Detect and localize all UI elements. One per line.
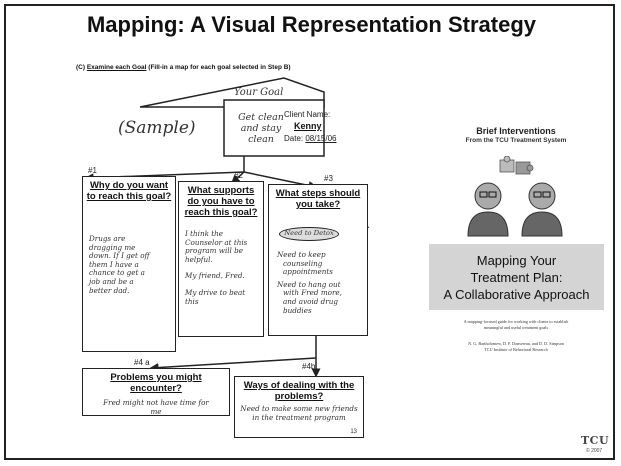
panel-title-line: A Collaborative Approach [443, 287, 590, 302]
copyright: © 2007 [586, 448, 603, 454]
slide-frame: Mapping: A Visual Representation Strateg… [4, 4, 615, 460]
box4b-number: #4b [302, 362, 316, 371]
answer-line: this [185, 296, 199, 306]
your-goal-label: Your Goal [234, 87, 284, 98]
answer-line: them I have a [89, 259, 139, 269]
box1-number: #1 [88, 166, 97, 175]
answer-line: Counselor at this [185, 237, 248, 247]
description-line: A mapping-focused guide for working with… [463, 319, 569, 324]
answer-line: job and be a [89, 276, 134, 286]
book-institute: TCU Institute of Behavioral Research [484, 347, 548, 352]
answer-line: chance to get a [89, 268, 145, 278]
answer-line: My friend, Fred. [185, 271, 245, 281]
panel-title-line: Mapping Your [476, 253, 557, 268]
answer-line: Need to make some new friends [240, 404, 358, 413]
goal-line: Get clean [238, 112, 284, 123]
description-line: meaningful and useful treatment goals [483, 324, 549, 330]
client-name-label: Client Name: [284, 110, 331, 119]
step-detail: (Fill-in a map for each goal selected in… [148, 64, 291, 71]
box1-why: Why do you want to reach this goal? Drug… [82, 176, 176, 352]
answer-line: in the treatment program [252, 412, 346, 422]
answer-line: program will be [185, 246, 243, 256]
box4b-ways: Ways of dealing with the problems? Need … [234, 376, 364, 438]
two-heads-illustration [467, 156, 563, 237]
answer-line: and avoid drug [283, 296, 338, 306]
tcu-logo: TCU [581, 434, 610, 447]
answer-line: down. If I get off [89, 251, 150, 261]
box2-supports: What supports do you have to reach this … [178, 181, 264, 337]
book-subtitle: From the TCU Treatment System [465, 137, 567, 144]
box4a-number: #4 a [134, 358, 150, 367]
answer-line: with Fred more, [283, 288, 342, 298]
oval-text: Need to Detox [284, 229, 334, 237]
answer-line: helpful. [185, 254, 213, 264]
box3-heading: What steps should you take? [275, 188, 361, 210]
slide-title: Mapping: A Visual Representation Strateg… [86, 12, 537, 37]
answer-line: me [150, 406, 162, 416]
bullet-item: Need to hang out with Fred more, and avo… [277, 279, 342, 315]
box4b-answer: Need to make some new friends in the tre… [235, 404, 363, 422]
goal-text: Get clean and stay clean [238, 112, 284, 145]
date-label: Date: [284, 134, 304, 143]
answer-line: I think the [185, 229, 223, 238]
answer-line: Drugs are [89, 234, 126, 243]
answer-line: My drive to beat [185, 287, 246, 297]
page-number: 13 [350, 429, 357, 435]
client-name-value: Kenny [294, 121, 322, 131]
step-prefix: (C) [76, 64, 86, 71]
answer-line: Fred might not have time for [103, 398, 209, 407]
box4b-heading: Ways of dealing with the problems? [243, 380, 355, 402]
date-field: Date: 08/15/06 [284, 134, 337, 143]
answer-line: Need to hang out [277, 279, 341, 289]
box3-oval: Need to Detox [279, 227, 339, 241]
answer-line: better dad. [89, 285, 130, 295]
answer-line: buddies [283, 305, 312, 315]
book-description: A mapping-focused guide for working with… [426, 319, 606, 330]
box1-heading: Why do you want to reach this goal? [86, 180, 172, 202]
box2-heading: What supports do you have to reach this … [184, 185, 258, 218]
bullet-item: Need to keep counseling appointments [277, 250, 342, 277]
box4a-problems: Problems you might encounter? Fred might… [82, 368, 230, 416]
book-authors: N. G. Bartholomew, D. F. Dansereau, and … [468, 341, 564, 346]
box3-number: #3 [324, 174, 333, 183]
box2-answers: I think the Counselor at this program wi… [185, 229, 248, 306]
panel-title-line: Treatment Plan: [470, 270, 563, 285]
box4a-answer: Fred might not have time for me [83, 398, 229, 416]
box4a-heading: Problems you might encounter? [110, 372, 202, 394]
answer-line: Need to keep [277, 250, 326, 259]
date-value: 08/15/06 [305, 134, 337, 143]
answer-line: counseling [283, 258, 323, 268]
book-panel: Mapping Your Treatment Plan: A Collabora… [429, 244, 604, 310]
box1-answer: Drugs are dragging me down. If I get off… [89, 234, 150, 295]
box3-bullets: Need to keep counseling appointments Nee… [277, 250, 342, 315]
step-heading: Examine each Goal [86, 64, 147, 71]
answer-line: dragging me [89, 242, 136, 252]
box3-steps: What steps should you take? Need to Deto… [268, 184, 368, 336]
goal-line: and stay [240, 123, 282, 134]
goal-line: clean [248, 134, 274, 145]
book-title: Brief Interventions [476, 126, 556, 136]
step-instruction: (C) Examine each Goal (Fill-in a map for… [76, 64, 291, 71]
book-panel-title: Mapping Your Treatment Plan: A Collabora… [429, 252, 604, 303]
answer-line: appointments [283, 267, 333, 277]
box2-number: #2 [234, 171, 243, 180]
sample-label: (Sample) [118, 118, 196, 138]
